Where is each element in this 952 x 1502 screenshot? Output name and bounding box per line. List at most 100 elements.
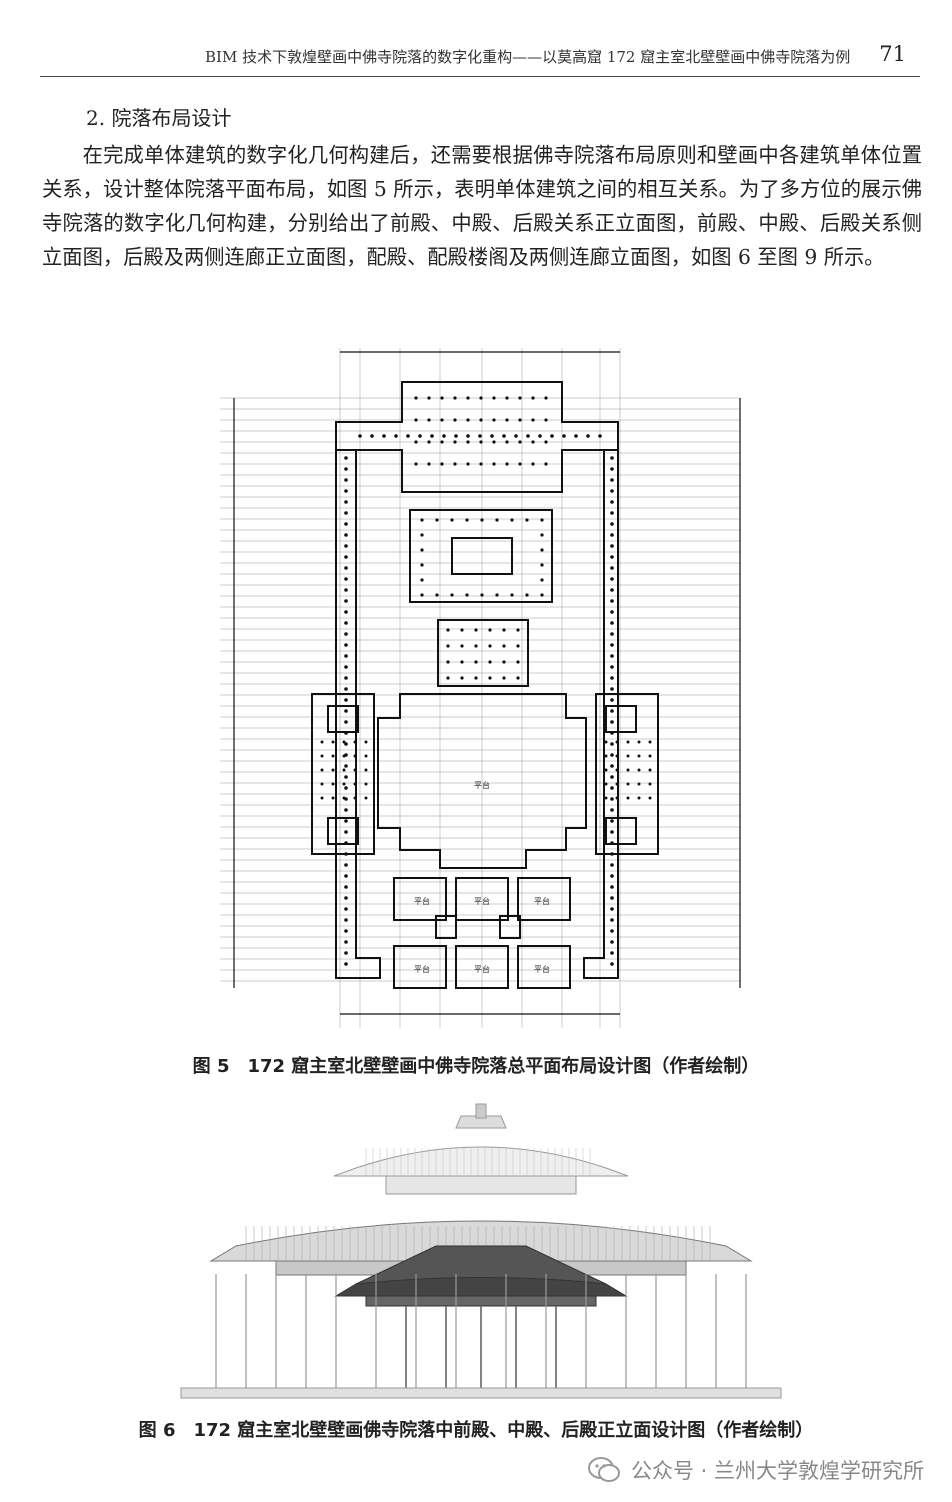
column-dot <box>531 462 535 466</box>
column-dot <box>544 396 548 400</box>
column-dot <box>466 396 470 400</box>
platform-label-upper-mid: 平台 <box>474 896 490 906</box>
column-dot <box>446 660 450 664</box>
page-number: 71 <box>879 42 906 66</box>
column-dot <box>342 796 346 800</box>
column-dot <box>474 676 478 680</box>
column-dot <box>331 740 335 744</box>
column-dot <box>453 462 457 466</box>
right-pavilion-tower-bottom <box>605 817 637 845</box>
column-dot <box>465 593 469 597</box>
column-dot <box>446 644 450 648</box>
column-dot <box>610 742 614 746</box>
column-dot <box>344 643 348 647</box>
column-dot <box>610 522 614 526</box>
column-dot <box>364 782 368 786</box>
column-dot <box>505 418 509 422</box>
column-dot <box>344 522 348 526</box>
column-dot <box>344 511 348 515</box>
figure5-site-plan: 平台 平台 平台 平台 平台 平台 平台 <box>200 338 760 1038</box>
column-dot <box>466 418 470 422</box>
middle-hall-inner <box>451 537 513 575</box>
column-dot <box>610 775 614 779</box>
column-dot <box>540 563 544 567</box>
column-dot <box>453 418 457 422</box>
column-dot <box>505 462 509 466</box>
column-dot <box>610 764 614 768</box>
courtyard-platform <box>377 693 587 869</box>
column-dot <box>604 754 608 758</box>
column-dot <box>344 786 348 790</box>
column-dot <box>344 720 348 724</box>
body-paragraph: 在完成单体建筑的数字化几何构建后，还需要根据佛寺院落布局原则和壁画中各建筑单体位… <box>42 143 922 269</box>
column-dot <box>544 440 548 444</box>
right-pavilion-tower-top <box>605 705 637 733</box>
figure6-caption: 图 6 172 窟主室北壁壁画佛寺院落中前殿、中殿、后殿正立面设计图（作者绘制） <box>138 1420 814 1441</box>
column-dot <box>320 782 324 786</box>
column-dot <box>610 544 614 548</box>
platform-label-center: 平台 <box>474 780 490 790</box>
column-dot <box>610 599 614 603</box>
platform-label-lower-left: 平台 <box>414 964 430 974</box>
column-dot <box>370 434 374 438</box>
column-dot <box>331 768 335 772</box>
column-dot <box>344 874 348 878</box>
column-dot <box>540 518 544 522</box>
column-dot <box>320 740 324 744</box>
column-dot <box>446 628 450 632</box>
column-dot <box>615 796 619 800</box>
running-header: BIM 技术下敦煌壁画中佛寺院落的数字化重构——以莫高窟 172 窟主室北壁壁画… <box>40 40 920 77</box>
column-dot <box>474 644 478 648</box>
column-dot <box>610 819 614 823</box>
column-dot <box>344 951 348 955</box>
front-platform <box>455 945 509 989</box>
column-dot <box>626 768 630 772</box>
column-dot <box>518 418 522 422</box>
column-dot <box>495 593 499 597</box>
watermark: 公众号 · 兰州大学敦煌学研究所 <box>587 1452 924 1488</box>
column-dot <box>610 962 614 966</box>
column-dot <box>474 660 478 664</box>
column-dot <box>648 796 652 800</box>
column-dot <box>610 731 614 735</box>
column-dot <box>344 544 348 548</box>
column-dot <box>465 518 469 522</box>
column-dot <box>610 709 614 713</box>
column-dot <box>610 643 614 647</box>
column-dot <box>540 578 544 582</box>
column-dot <box>502 628 506 632</box>
column-dot <box>440 462 444 466</box>
right-pavilion <box>595 693 659 855</box>
column-dot <box>474 628 478 632</box>
column-dot <box>478 434 482 438</box>
column-dot <box>414 396 418 400</box>
column-dot <box>544 462 548 466</box>
column-dot <box>460 676 464 680</box>
column-dot <box>505 440 509 444</box>
column-dot <box>610 841 614 845</box>
column-dot <box>502 644 506 648</box>
column-dot <box>610 863 614 867</box>
column-dot <box>480 593 484 597</box>
column-dot <box>358 434 362 438</box>
column-dot <box>604 796 608 800</box>
column-dot <box>637 740 641 744</box>
column-dot <box>610 467 614 471</box>
column-dot <box>586 434 590 438</box>
running-header-title: BIM 技术下敦煌壁画中佛寺院落的数字化重构——以莫高窟 172 窟主室北壁壁画… <box>205 48 851 66</box>
column-dot <box>502 676 506 680</box>
left-pavilion-tower-bottom <box>327 817 359 845</box>
column-dot <box>610 951 614 955</box>
platform-label-lower-right: 平台 <box>534 964 550 974</box>
column-dot <box>610 687 614 691</box>
column-dot <box>526 434 530 438</box>
column-dot <box>488 660 492 664</box>
column-dot <box>610 885 614 889</box>
column-dot <box>610 555 614 559</box>
column-dot <box>615 754 619 758</box>
column-dot <box>518 396 522 400</box>
column-dot <box>344 764 348 768</box>
column-dot <box>442 434 446 438</box>
column-dot <box>450 518 454 522</box>
column-dot <box>364 768 368 772</box>
